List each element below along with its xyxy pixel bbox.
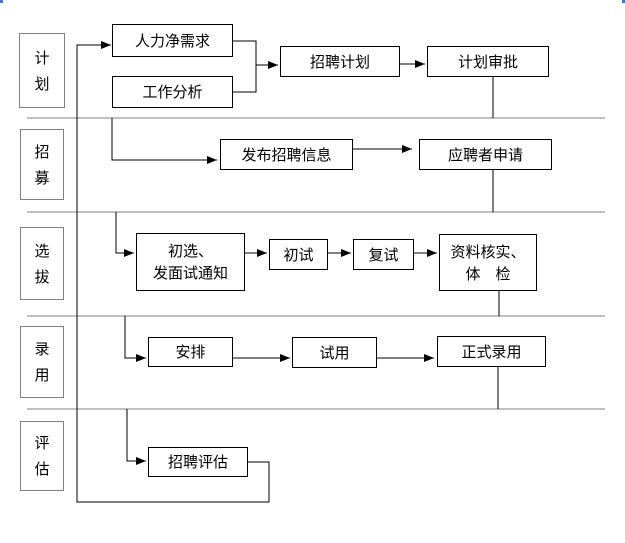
box-label: 人力净需求 (134, 31, 210, 50)
box-formal-employment: 正式录用 (437, 336, 546, 367)
box-net-hr-demand: 人力净需求 (112, 24, 233, 57)
stage-label-selection: 选 拔 (20, 227, 64, 300)
box-label: 招聘计划 (309, 52, 370, 71)
box-probation: 试用 (292, 337, 377, 368)
box-label: 招聘评估 (167, 453, 228, 471)
box-label: 初选、 发面试通知 (152, 242, 228, 282)
box-label: 试用 (319, 343, 350, 362)
stage-label-text: 招 募 (34, 142, 50, 187)
box-job-analysis: 工作分析 (112, 76, 233, 108)
box-label: 正式录用 (461, 342, 522, 361)
box-label: 初试 (283, 245, 314, 264)
box-label: 计划审批 (457, 52, 518, 71)
edge-to-publish-info (111, 118, 217, 164)
stage-label-text: 选 拔 (34, 241, 50, 286)
stage-label-text: 录 用 (34, 340, 50, 384)
stage-label-planning: 计 划 (19, 33, 65, 108)
box-first-interview: 初试 (269, 239, 328, 270)
box-arrangement: 安排 (148, 337, 233, 367)
box-label: 安排 (175, 343, 206, 361)
box-label: 复试 (368, 245, 399, 264)
edge-merge-bracket (233, 40, 257, 93)
stage-label-evaluation: 评 估 (20, 421, 64, 491)
box-second-interview: 复试 (353, 239, 414, 270)
box-label: 工作分析 (142, 83, 203, 101)
box-publish-recruitment-info: 发布招聘信息 (220, 139, 353, 170)
box-recruitment-evaluation: 招聘评估 (148, 447, 248, 477)
edge-to-arrangement (124, 316, 146, 362)
stage-label-hiring: 录 用 (20, 326, 64, 398)
edge-to-initial-screening (115, 212, 134, 257)
edge-to-evaluation (126, 409, 146, 465)
stage-label-text: 计 划 (34, 48, 50, 93)
box-verify-and-physical: 资料核实、 体 检 (439, 234, 537, 291)
box-initial-screening: 初选、 发面试通知 (136, 233, 245, 291)
box-label: 资料核实、 体 检 (450, 242, 526, 283)
stage-label-text: 评 估 (34, 434, 50, 478)
box-plan-approval: 计划审批 (427, 46, 549, 77)
selection-handle-top-left (0, 0, 3, 3)
box-label: 应聘者申请 (447, 145, 523, 164)
box-label: 发布招聘信息 (241, 145, 332, 164)
stage-label-recruiting: 招 募 (20, 129, 64, 200)
edge-evaluation-loop-arrow (76, 41, 270, 503)
box-applicant-application: 应聘者申请 (419, 139, 552, 170)
box-recruitment-plan: 招聘计划 (280, 46, 400, 77)
selection-handle-top-right (622, 0, 625, 3)
